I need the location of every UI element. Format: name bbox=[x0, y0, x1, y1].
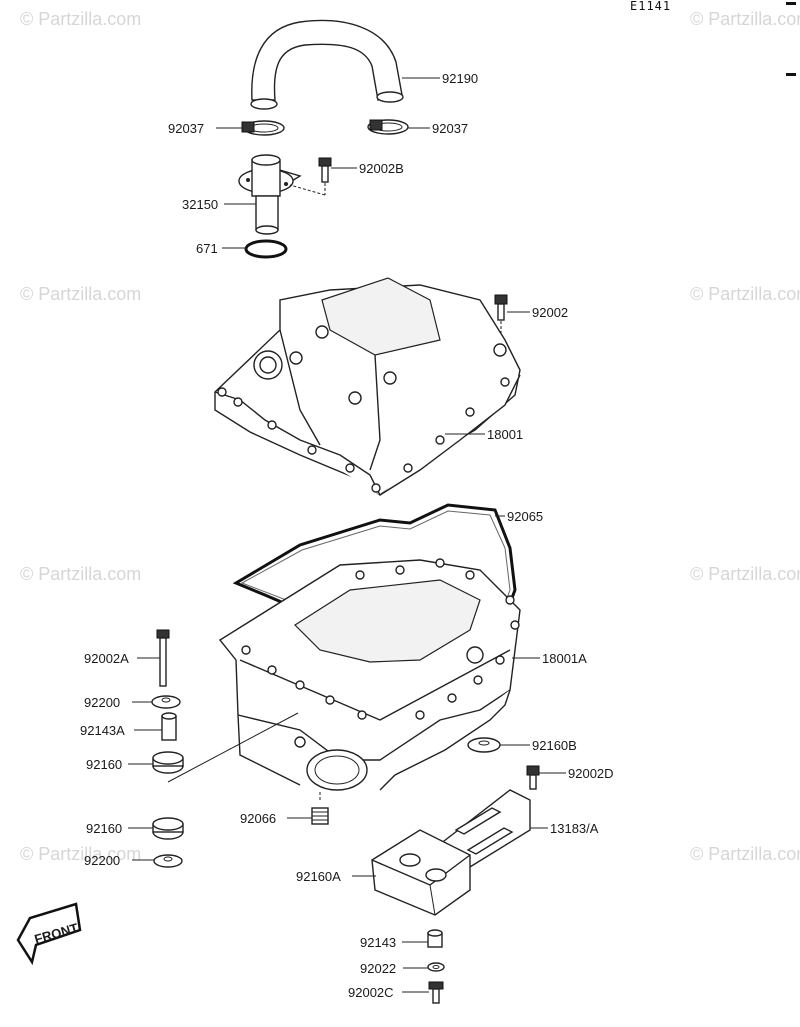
damper-part bbox=[467, 737, 501, 753]
callout-labels: 92190 92037 92037 92002B 32150 671 92002… bbox=[80, 71, 614, 1000]
corner-mark bbox=[786, 2, 796, 5]
callout-label: 18001 bbox=[487, 427, 523, 442]
callout-label: 92037 bbox=[168, 121, 204, 136]
watermark: © Partzilla.com bbox=[20, 564, 141, 584]
callout-label: 92002 bbox=[532, 305, 568, 320]
callout-label: 92200 bbox=[84, 853, 120, 868]
bolt-part bbox=[494, 294, 508, 321]
callout-label: 92160 bbox=[86, 757, 122, 772]
callout-label: 92065 bbox=[507, 509, 543, 524]
washer-part bbox=[151, 695, 181, 709]
damper-part bbox=[152, 817, 184, 840]
callout-label: 92143A bbox=[80, 723, 125, 738]
callout-label: 92190 bbox=[442, 71, 478, 86]
washer-part bbox=[427, 962, 445, 972]
callout-label: 92143 bbox=[360, 935, 396, 950]
bolt-part bbox=[156, 629, 170, 687]
callout-label: 92160A bbox=[296, 869, 341, 884]
watermark: © Partzilla.com bbox=[690, 9, 800, 29]
callout-label: 92160 bbox=[86, 821, 122, 836]
watermark: © Partzilla.com bbox=[20, 844, 141, 864]
watermark: © Partzilla.com bbox=[690, 844, 800, 864]
collar-part bbox=[427, 929, 443, 948]
callout-label: 92002C bbox=[348, 985, 394, 1000]
rubber-block-part bbox=[371, 829, 471, 916]
callout-label: 92002A bbox=[84, 651, 129, 666]
collar-part bbox=[161, 712, 177, 741]
watermark: © Partzilla.com bbox=[690, 284, 800, 304]
corner-mark bbox=[786, 73, 796, 76]
breather-pipe-part bbox=[238, 154, 302, 235]
bolt-part bbox=[526, 765, 540, 790]
damper-part bbox=[152, 751, 184, 774]
callout-label: 92002B bbox=[359, 161, 404, 176]
callout-label: 92200 bbox=[84, 695, 120, 710]
callout-label: 671 bbox=[196, 241, 218, 256]
watermark: © Partzilla.com bbox=[20, 284, 141, 304]
hose-clamp-left bbox=[241, 120, 285, 136]
oil-pan-part bbox=[218, 558, 521, 791]
bolt-part bbox=[318, 157, 332, 183]
hose-clamp-right bbox=[367, 119, 409, 135]
callout-label: 92066 bbox=[240, 811, 276, 826]
callout-label: 92160B bbox=[532, 738, 577, 753]
o-ring-part bbox=[244, 239, 288, 259]
front-arrow-icon: FRONT bbox=[16, 902, 82, 966]
watermark: © Partzilla.com bbox=[20, 9, 141, 29]
callout-label: 92022 bbox=[360, 961, 396, 976]
diagram-code: E1141 bbox=[630, 0, 671, 13]
callout-label: 13183/A bbox=[550, 821, 599, 836]
leader-lines bbox=[128, 77, 566, 993]
callout-label: 92002D bbox=[568, 766, 614, 781]
drain-plug-part bbox=[311, 807, 329, 825]
callout-label: 32150 bbox=[182, 197, 218, 212]
upper-case-part bbox=[214, 277, 521, 496]
washer-part bbox=[153, 854, 183, 868]
callout-label: 18001A bbox=[542, 651, 587, 666]
watermark: © Partzilla.com bbox=[690, 564, 800, 584]
bolt-part bbox=[428, 981, 444, 1004]
callout-label: 92037 bbox=[432, 121, 468, 136]
hose-part bbox=[250, 19, 404, 110]
